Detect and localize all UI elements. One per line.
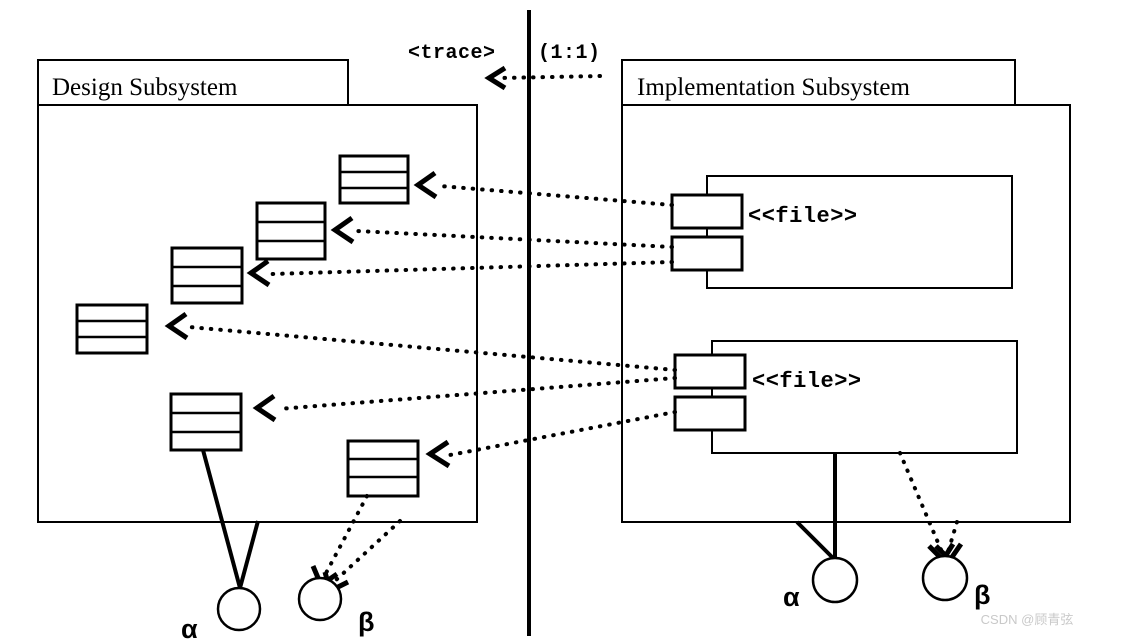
left-subsystem[interactable]: Design Subsystem xyxy=(37,59,478,523)
component-2-stereotype: <<file>> xyxy=(752,369,862,394)
interface-alpha-right-circle[interactable] xyxy=(811,556,859,604)
design-class-5[interactable] xyxy=(169,392,243,452)
trace-header-arrow xyxy=(484,65,602,91)
trace-arrow-1 xyxy=(413,170,674,207)
left-interfaces[interactable]: α β xyxy=(181,449,402,643)
trace-stereotype-label: <trace> xyxy=(408,42,496,65)
right-interfaces[interactable]: α β xyxy=(783,451,990,612)
trace-arrow-6 xyxy=(425,410,677,469)
implementation-component-2[interactable]: <<file>> xyxy=(673,340,1018,454)
interface-beta-left-circle[interactable] xyxy=(297,576,343,622)
interface-alpha-right-label: α xyxy=(783,582,800,612)
trace-arrow-4 xyxy=(164,311,677,372)
design-class-6[interactable] xyxy=(346,439,420,498)
component-1-stereotype: <<file>> xyxy=(748,204,858,229)
trace-arrow-2 xyxy=(330,215,674,249)
left-subsystem-title-tab xyxy=(37,59,349,106)
trace-multiplicity-label: (1:1) xyxy=(538,42,601,65)
interface-alpha-left-label: α xyxy=(181,614,198,643)
trace-arrows xyxy=(164,170,677,469)
right-subsystem[interactable]: Implementation Subsystem <<file>> <<file… xyxy=(621,59,1071,523)
interface-beta-right-circle[interactable] xyxy=(921,554,969,602)
trace-arrow-3 xyxy=(246,258,674,288)
watermark: CSDN @顾青弦 xyxy=(981,612,1074,627)
left-subsystem-title: Design Subsystem xyxy=(52,74,238,101)
right-subsystem-title-tab xyxy=(621,59,1016,106)
interface-alpha-left-circle[interactable] xyxy=(216,586,262,632)
implementation-component-1[interactable]: <<file>> xyxy=(670,175,1013,289)
right-subsystem-body xyxy=(621,104,1071,523)
design-class-2[interactable] xyxy=(255,201,327,261)
interface-beta-left-label: β xyxy=(358,607,374,637)
trace-arrow-5 xyxy=(252,376,677,423)
design-class-1[interactable] xyxy=(338,154,410,205)
interface-beta-right-label: β xyxy=(974,580,990,610)
right-subsystem-title: Implementation Subsystem xyxy=(637,74,910,101)
design-class-4[interactable] xyxy=(75,303,149,355)
design-class-3[interactable] xyxy=(170,246,244,305)
